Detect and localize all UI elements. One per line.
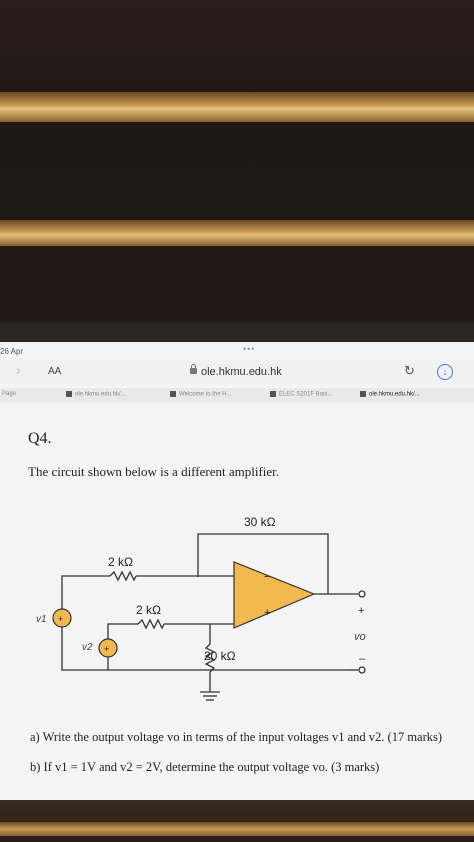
tablet-screen: 26 Apr ••• › AA ole.hkmu.edu.hk ↻ ↓ Page… [0, 342, 474, 822]
label-opamp-plus: + [264, 607, 270, 619]
label-r-feedback: 30 kΩ [244, 515, 276, 529]
multitask-dots[interactable]: ••• [243, 344, 256, 354]
status-date: 26 Apr [0, 347, 24, 356]
label-v2: v2 [82, 642, 93, 653]
opamp-triangle [233, 561, 316, 629]
source-v1 [52, 608, 72, 628]
download-icon[interactable]: ↓ [437, 364, 453, 380]
favicon-icon [170, 391, 176, 397]
label-vo: vo [354, 631, 366, 643]
label-r-ground: 20 kΩ [204, 649, 236, 663]
tab-ole-active[interactable]: ole.hkmu.edu.hk/... [360, 391, 420, 398]
favicon-icon [360, 391, 366, 397]
label-out-plus: + [358, 605, 364, 617]
question-part-b: b) If v1 = 1V and v2 = 2V, determine the… [30, 760, 380, 774]
question-part-a: a) Write the output voltage vo in terms … [30, 730, 443, 744]
label-out-minus: – [359, 653, 366, 665]
label-v1: v1 [36, 614, 47, 625]
shelf-lower [0, 220, 474, 246]
label-v2-plus: + [104, 644, 109, 654]
favicon-icon [270, 391, 276, 397]
circuit-diagram: 30 kΩ 2 kΩ 2 kΩ 20 kΩ v1 v2 + + − + + vo… [36, 515, 366, 701]
url-field[interactable]: ole.hkmu.edu.hk [190, 364, 282, 378]
shelf-bottom [0, 822, 474, 836]
favicon-icon [66, 391, 72, 397]
label-r-input1: 2 kΩ [108, 555, 133, 569]
label-v1-plus: + [58, 614, 63, 624]
sidebar-chevron-icon[interactable]: › [16, 362, 21, 378]
background-top [0, 0, 474, 340]
tab-bar: Page ole.hkmu.edu.hk/... Welcome to the … [0, 388, 474, 402]
tab-page[interactable]: Page [2, 391, 17, 397]
reload-icon[interactable]: ↻ [404, 363, 415, 378]
url-text: ole.hkmu.edu.hk [201, 366, 282, 378]
question-prompt: The circuit shown below is a different a… [28, 464, 280, 479]
shelf-upper [0, 92, 474, 122]
question-number: Q4. [28, 430, 52, 447]
label-r-input2: 2 kΩ [136, 603, 161, 617]
lock-icon [190, 364, 197, 374]
tab-ole-1[interactable]: ole.hkmu.edu.hk/... [66, 391, 126, 398]
reader-button[interactable]: AA [48, 366, 62, 377]
address-bar: › AA ole.hkmu.edu.hk ↻ ↓ [0, 360, 474, 384]
label-opamp-minus: − [264, 571, 270, 583]
source-v2 [98, 638, 118, 658]
tab-elec[interactable]: ELEC S201F Basi... [270, 391, 332, 398]
tab-welcome[interactable]: Welcome to the H... [170, 391, 232, 398]
